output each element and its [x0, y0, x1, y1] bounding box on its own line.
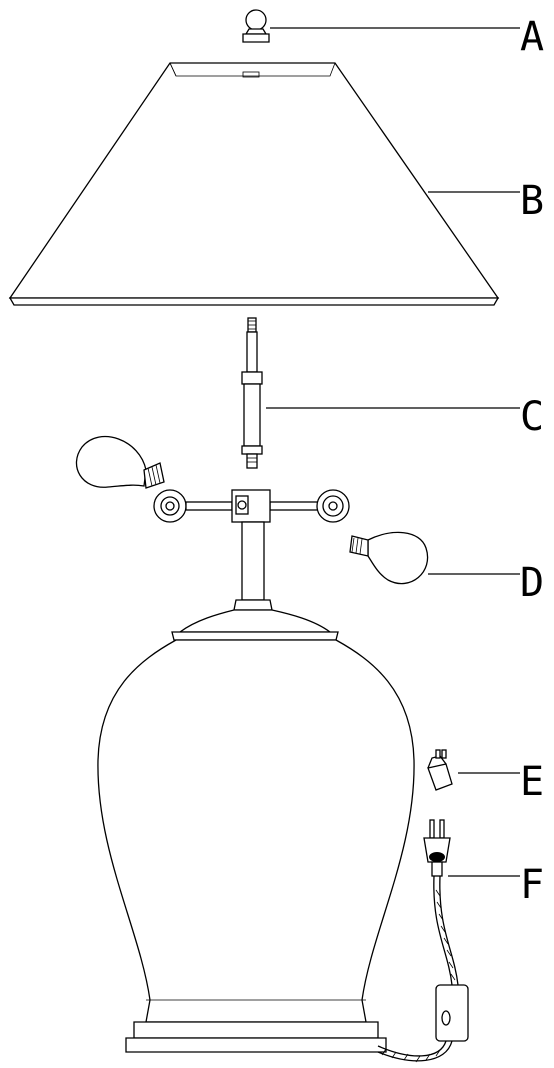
lampshade — [8, 62, 500, 306]
label-a: A — [520, 14, 544, 60]
label-b: B — [520, 178, 544, 224]
power-cord — [377, 819, 469, 1063]
bulb-left — [75, 435, 165, 489]
finial — [242, 9, 270, 43]
harp-rod — [241, 317, 263, 469]
label-c: C — [520, 394, 544, 440]
lamp-body — [97, 521, 415, 1053]
label-e: E — [520, 759, 544, 805]
bulb-right — [349, 531, 429, 585]
plug-adapter — [427, 749, 453, 791]
label-d: D — [520, 560, 544, 606]
socket-arm — [153, 489, 350, 523]
label-f: F — [520, 862, 544, 908]
